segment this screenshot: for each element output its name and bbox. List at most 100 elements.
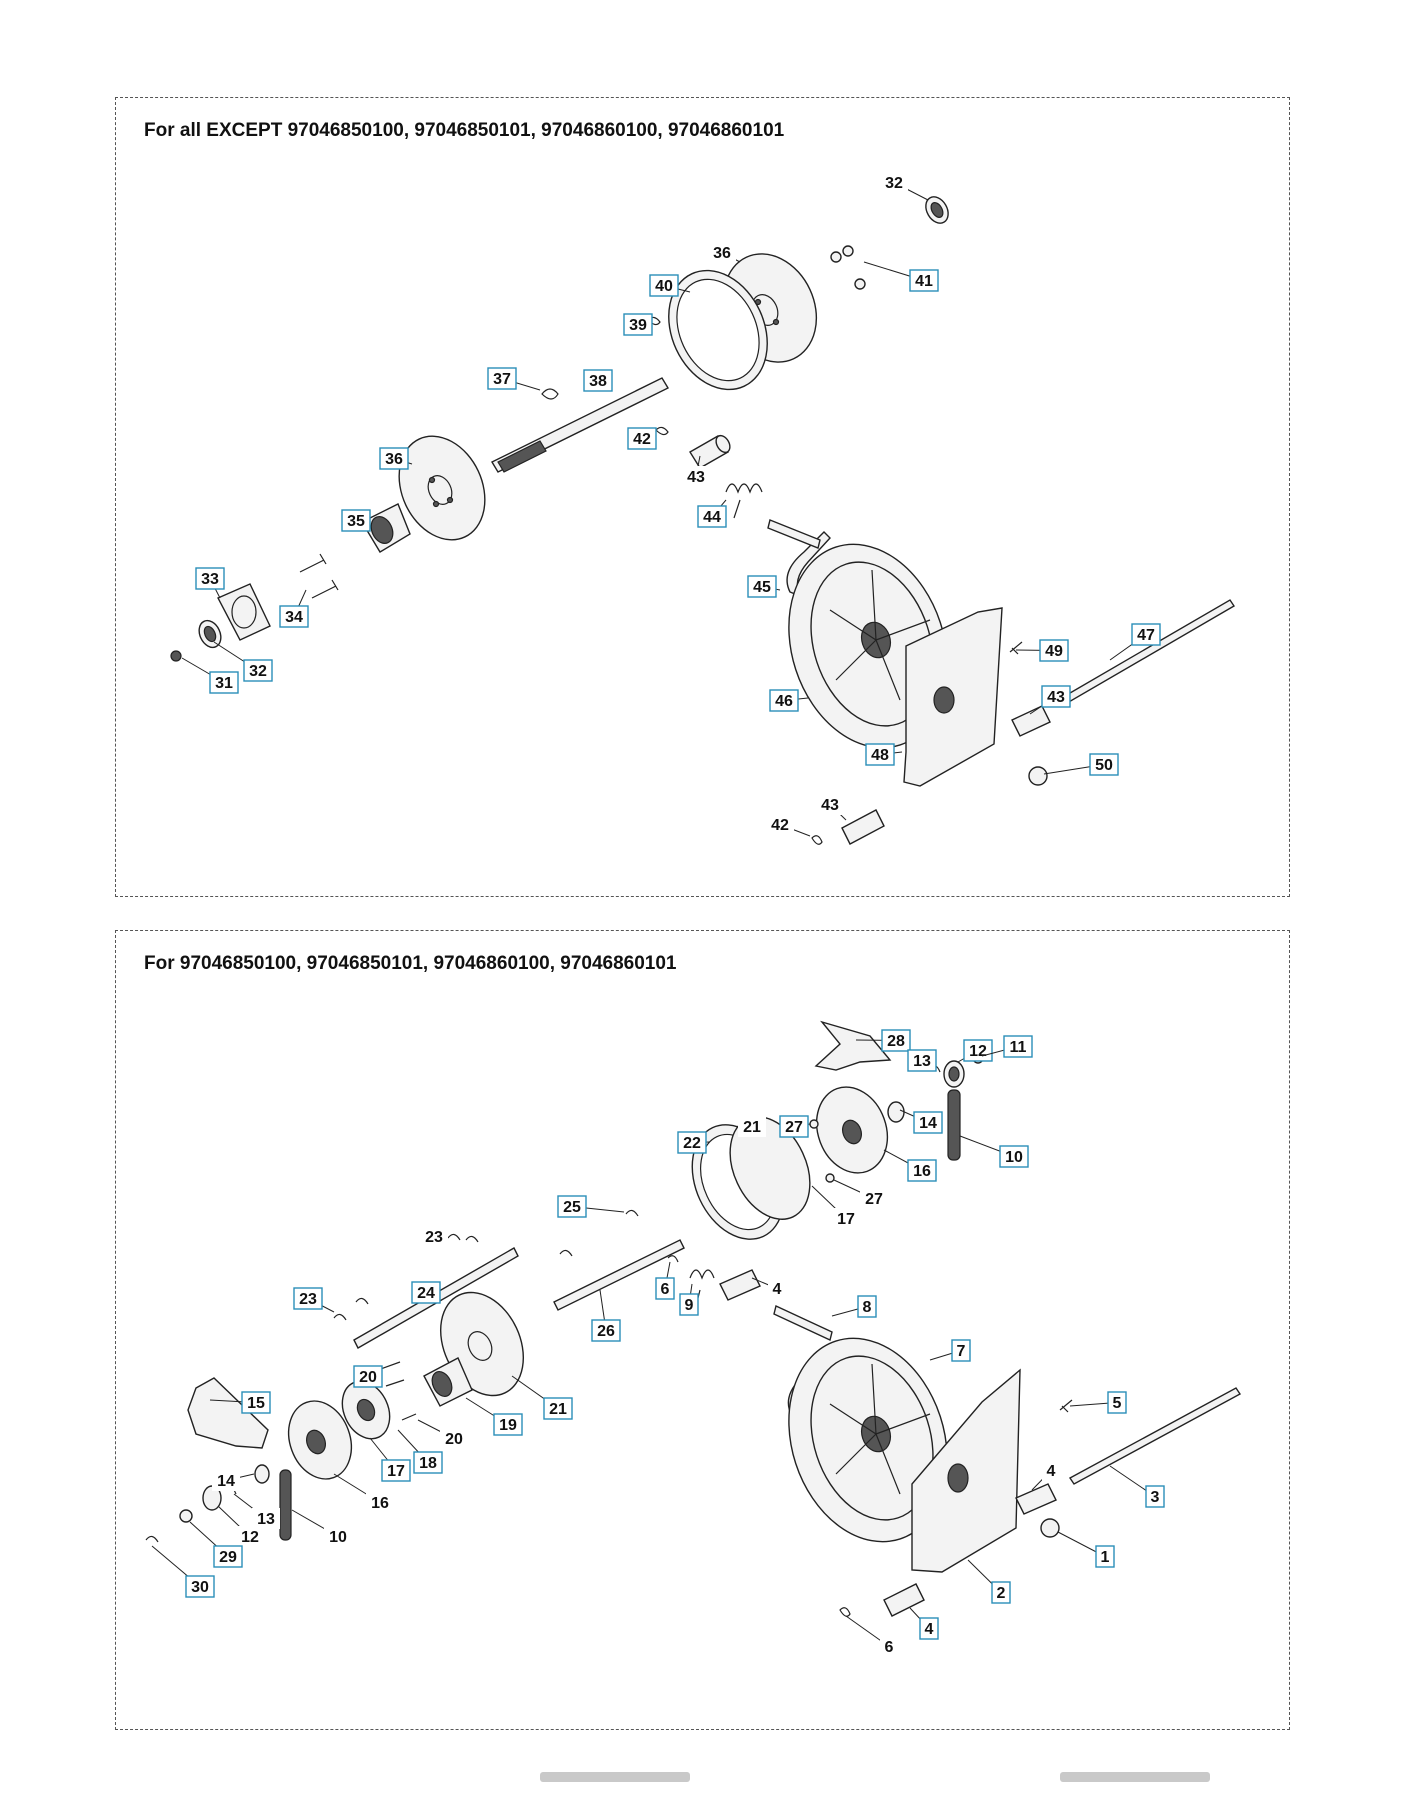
- callout-number: 43: [821, 797, 839, 814]
- part-29-nut: [179, 1509, 193, 1523]
- callout-box: [583, 369, 613, 392]
- part-15-bracket: [187, 1377, 269, 1449]
- callout-4: 4: [751, 1277, 786, 1299]
- callout-18: 18: [397, 1429, 443, 1474]
- callout-number: 37: [493, 371, 511, 388]
- callout-number: 4: [1047, 1463, 1056, 1480]
- callout-number: 17: [837, 1211, 855, 1228]
- callout-15: 15: [209, 1391, 271, 1414]
- callout-box: [769, 689, 799, 712]
- callout-box: [185, 1575, 215, 1598]
- callout-number: 43: [687, 469, 705, 486]
- callout-box: [493, 1413, 523, 1436]
- callout-16: 16: [883, 1149, 937, 1182]
- part-4-roller-bottom: [883, 1583, 925, 1617]
- part-10-spring-left: [279, 1469, 292, 1541]
- callout-14: 14: [899, 1109, 943, 1134]
- callout-box: [413, 1451, 443, 1474]
- callout-number: 21: [549, 1401, 567, 1418]
- part-23-clips-top: [447, 1233, 479, 1243]
- callout-box: [627, 427, 657, 450]
- part-41-nuts: [830, 245, 866, 290]
- callout-box: [591, 1319, 621, 1342]
- part-50-nut: [1028, 766, 1048, 786]
- callout-box: [907, 1049, 937, 1072]
- callout-box: [411, 1281, 441, 1304]
- part-7-wheel: [788, 1337, 948, 1543]
- callout-number: 11: [1010, 1039, 1027, 1056]
- callout-number: 28: [887, 1033, 905, 1050]
- callout-24: 24: [411, 1281, 441, 1304]
- part-6-clip-bottom: [839, 1607, 851, 1617]
- part-47-rod: [1057, 599, 1235, 707]
- callout-43: 43: [1029, 685, 1071, 715]
- callout-29: 29: [189, 1521, 243, 1568]
- callout-6: 6: [655, 1261, 675, 1300]
- callout-number: 10: [329, 1529, 347, 1546]
- part-16-gear-left: [287, 1400, 353, 1480]
- callout-box: [881, 1029, 911, 1052]
- callout-number: 45: [753, 579, 771, 596]
- callout-number: 48: [871, 747, 889, 764]
- part-37-clip: [541, 388, 559, 400]
- callout-number: 43: [1047, 689, 1065, 706]
- part-16-gear-top: [815, 1086, 889, 1174]
- part-6-clip-top: [667, 1255, 679, 1263]
- callout-number: 6: [661, 1281, 670, 1298]
- callout-12: 12: [957, 1039, 993, 1063]
- callout-number: 34: [285, 609, 303, 626]
- callout-box: [999, 1145, 1029, 1168]
- callout-9: 9: [679, 1283, 699, 1316]
- callout-10: 10: [959, 1135, 1029, 1168]
- callout-number: 38: [589, 373, 607, 390]
- callout-17: 17: [811, 1185, 860, 1229]
- part-1-nut: [1040, 1518, 1060, 1538]
- callout-number: 30: [191, 1579, 209, 1596]
- part-23-clips-left: [333, 1297, 369, 1321]
- callout-number: 42: [633, 431, 651, 448]
- callout-44: 44: [697, 499, 727, 528]
- part-43-roller-bottom: [841, 809, 885, 845]
- panel-bottom-title: For 97046850100, 97046850101, 9704686010…: [144, 953, 677, 974]
- callout-number: 41: [915, 273, 933, 290]
- callout-16: 16: [333, 1473, 394, 1513]
- callout-8: 8: [831, 1295, 877, 1318]
- callout-20: 20: [353, 1365, 383, 1388]
- callout-box: [1089, 753, 1119, 776]
- callout-36: 36: [379, 447, 413, 470]
- callout-28: 28: [855, 1029, 911, 1052]
- part-43-roller-top: [689, 434, 731, 469]
- callout-box: [381, 1459, 411, 1482]
- callout-number: 14: [217, 1473, 235, 1490]
- callout-box: [213, 1545, 243, 1568]
- callout-27: 27: [779, 1115, 811, 1138]
- callout-31: 31: [181, 657, 239, 694]
- callout-number: 9: [685, 1297, 694, 1314]
- part-27-nut-b: [825, 1173, 835, 1183]
- callout-number: 47: [1137, 627, 1155, 644]
- callout-19: 19: [465, 1397, 523, 1436]
- part-5-bolt: [1059, 1399, 1073, 1413]
- part-38-shaft: [491, 377, 669, 473]
- callout-box: [279, 605, 309, 628]
- callout-number: 10: [1005, 1149, 1023, 1166]
- callout-number: 12: [241, 1529, 259, 1546]
- callout-11: 11: [981, 1035, 1033, 1058]
- callout-48: 48: [865, 743, 903, 766]
- callout-box: [353, 1365, 383, 1388]
- callout-number: 24: [417, 1285, 435, 1302]
- callout-box: [919, 1617, 939, 1640]
- callout-number: 4: [773, 1281, 782, 1298]
- callout-box: [865, 743, 895, 766]
- callout-box: [747, 575, 777, 598]
- callout-26: 26: [591, 1289, 621, 1342]
- diagram-panel-bottom: For 97046850100, 97046850101, 9704686010…: [115, 930, 1290, 1730]
- callout-box: [1131, 623, 1161, 646]
- part-36-pulley-disc-left: [398, 435, 486, 541]
- callout-number: 13: [257, 1511, 275, 1528]
- callout-35: 35: [341, 509, 371, 532]
- callout-4: 4: [909, 1607, 939, 1640]
- callout-number: 20: [359, 1369, 377, 1386]
- callout-39: 39: [623, 313, 653, 336]
